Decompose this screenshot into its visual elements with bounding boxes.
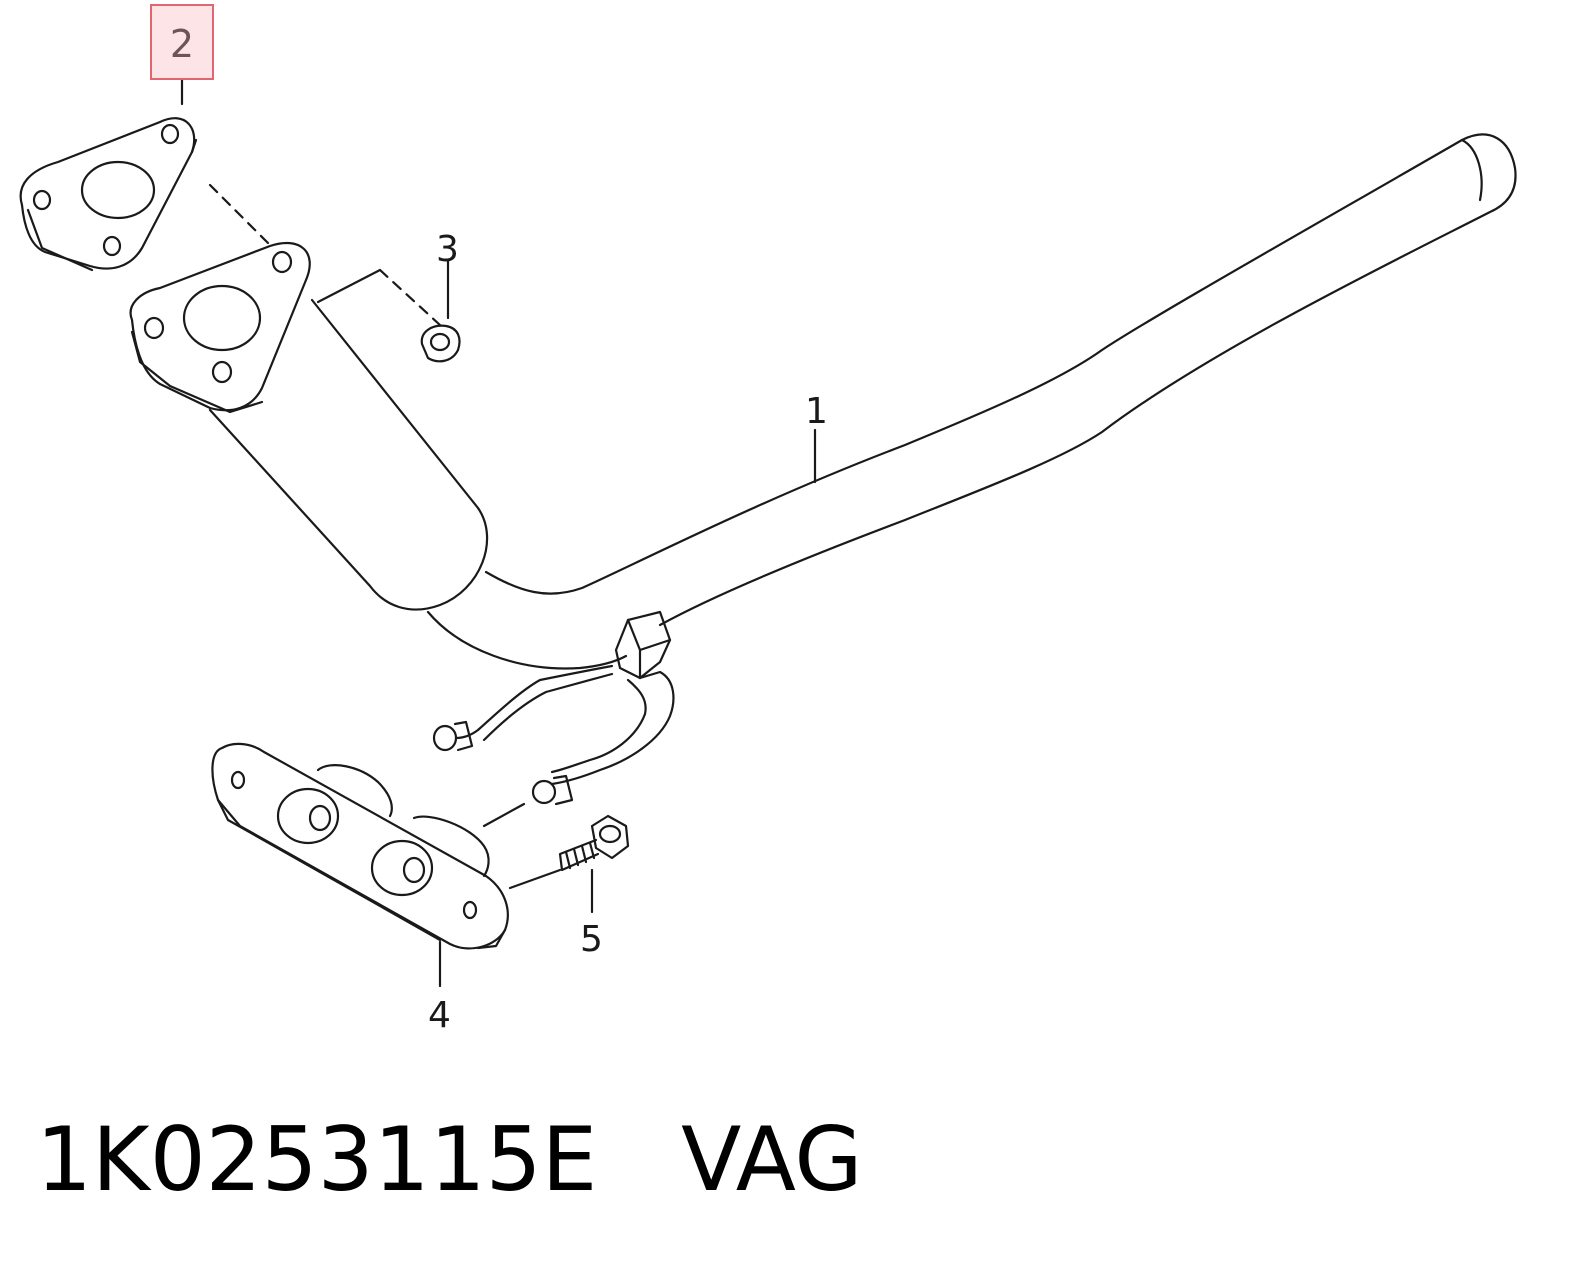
brand-label: VAG (681, 1108, 863, 1211)
part-caption: 1K0253115E VAG (36, 1108, 863, 1211)
callout-5: 5 (580, 919, 603, 960)
exhaust-parts-diagram (19, 58, 1517, 988)
callout-2-highlight[interactable]: 2 (150, 4, 214, 80)
callout-3: 3 (436, 229, 459, 270)
flange-gasket-part-4 (211, 742, 562, 988)
callout-4: 4 (428, 995, 451, 1036)
bolt-part-5 (558, 814, 630, 914)
gasket-part-2 (19, 117, 198, 272)
front-pipe-part-1 (129, 133, 1517, 806)
nut-part-3 (420, 258, 461, 363)
callout-2: 2 (169, 22, 195, 66)
callout-1: 1 (805, 391, 828, 432)
part-number: 1K0253115E (36, 1108, 598, 1211)
